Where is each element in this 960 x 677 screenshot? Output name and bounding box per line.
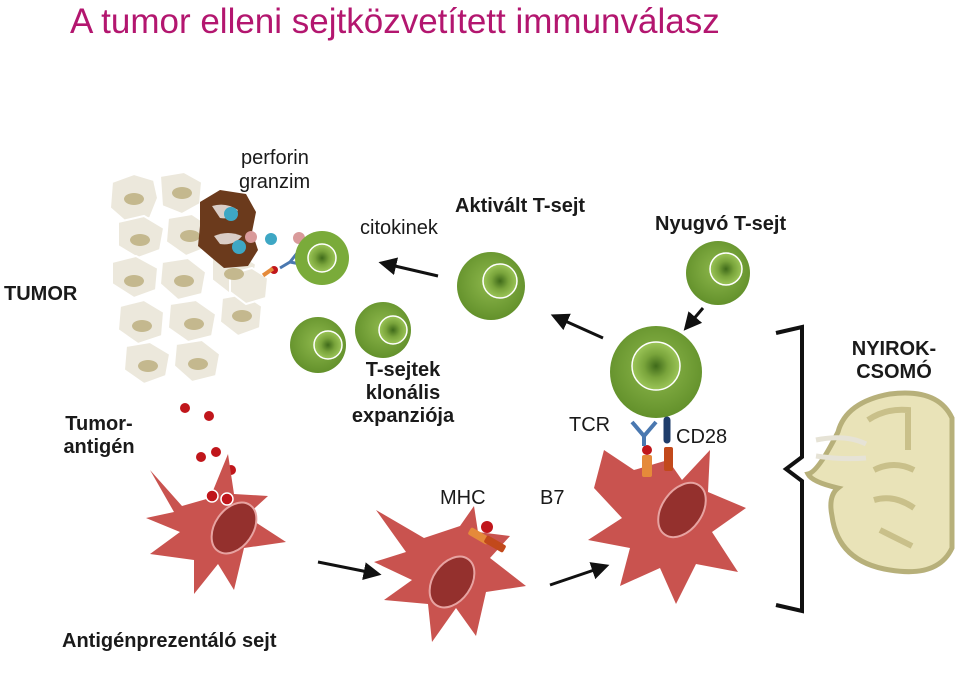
clonal-expansion-label: T-sejtek klonális expanziója — [334, 359, 472, 428]
perforin-label: perforin — [241, 147, 309, 169]
activated-t-cell — [457, 252, 525, 320]
cd28-label: CD28 — [676, 426, 728, 448]
resting-t-cell — [686, 241, 750, 305]
t-cell-bound — [610, 326, 702, 418]
lymph-node-label: NYIROK- CSOMÓ — [834, 338, 954, 384]
lymph-node-illustration — [804, 390, 955, 575]
granzim-label: granzim — [239, 171, 311, 193]
killed-tumor-cell — [198, 190, 258, 268]
resting-t-cell-label: Nyugvó T-sejt — [655, 213, 787, 235]
tcr-label: TCR — [569, 414, 611, 436]
mhc-label: MHC — [440, 487, 486, 509]
antigen-presenting-cell — [146, 454, 286, 594]
tumor-antigen-line-1: Tumor- — [65, 413, 133, 435]
tumor-label: TUMOR — [4, 283, 78, 305]
activated-t-cell-label: Aktivált T-sejt — [455, 195, 586, 217]
expansion-line-2: klonális — [365, 382, 441, 404]
page-title: A tumor elleni sejtközvetített immunvála… — [70, 2, 720, 41]
expansion-line-3: expanziója — [351, 405, 455, 427]
tumor-antigen-label: Tumor- antigén — [50, 413, 148, 459]
b7-label: B7 — [540, 487, 565, 509]
bracket — [775, 324, 804, 614]
apc-label: Antigénprezentáló sejt — [62, 630, 277, 652]
lymph-node-line-1: NYIROK- — [851, 338, 937, 360]
lymph-node-line-2: CSOMÓ — [856, 361, 932, 383]
antigen-presenting-cell — [374, 506, 526, 642]
tumor-mass — [108, 170, 270, 386]
flow-arrows — [317, 257, 705, 587]
expanded-t-cell — [355, 302, 411, 358]
antigen-presenting-cell — [588, 416, 746, 604]
cytotoxic-granules — [224, 207, 305, 278]
expanded-t-cell — [290, 317, 346, 373]
expansion-line-1: T-sejtek — [365, 359, 441, 381]
tumor-antigen-line-2: antigén — [63, 436, 135, 458]
citokinek-label: citokinek — [360, 217, 438, 239]
cytotoxic-t-cell — [295, 231, 349, 285]
